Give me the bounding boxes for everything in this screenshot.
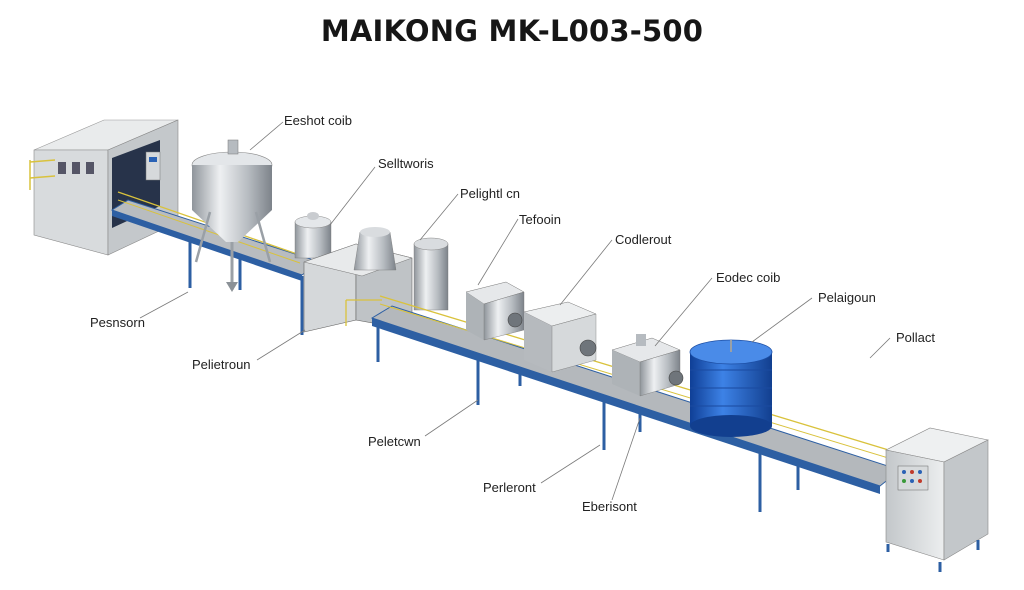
main-conveyor <box>370 295 902 512</box>
blue-storage-tank <box>689 339 773 437</box>
diagram-title: MAIKONG MK-L003-500 <box>320 14 704 48</box>
mixing-tank <box>191 139 273 292</box>
control-cabinet <box>885 427 989 572</box>
label-pelietroun: Pelietroun <box>192 357 251 372</box>
label-perleront: Perleront <box>483 480 536 495</box>
label-pelightl-cn: Pelightl cn <box>460 186 520 201</box>
label-tefooin: Tefooin <box>519 212 561 227</box>
entrance-building <box>29 119 179 256</box>
hopper-group <box>294 212 449 333</box>
label-pesnsorn: Pesnsorn <box>90 315 145 330</box>
process-unit-1 <box>465 281 525 341</box>
leader-lines <box>139 121 891 501</box>
label-eeshot-coib: Eeshot coib <box>284 113 352 128</box>
label-pelaigoun: Pelaigoun <box>818 290 876 305</box>
label-eberisont: Eberisont <box>582 499 637 514</box>
label-selltworis: Selltworis <box>378 156 434 171</box>
process-unit-3 <box>611 334 684 397</box>
label-codlerout: Codlerout <box>615 232 672 247</box>
label-pollact: Pollact <box>896 330 936 345</box>
label-peletcwn: Peletcwn <box>368 434 421 449</box>
process-unit-2 <box>523 301 597 373</box>
label-eodec-coib: Eodec coib <box>716 270 781 285</box>
